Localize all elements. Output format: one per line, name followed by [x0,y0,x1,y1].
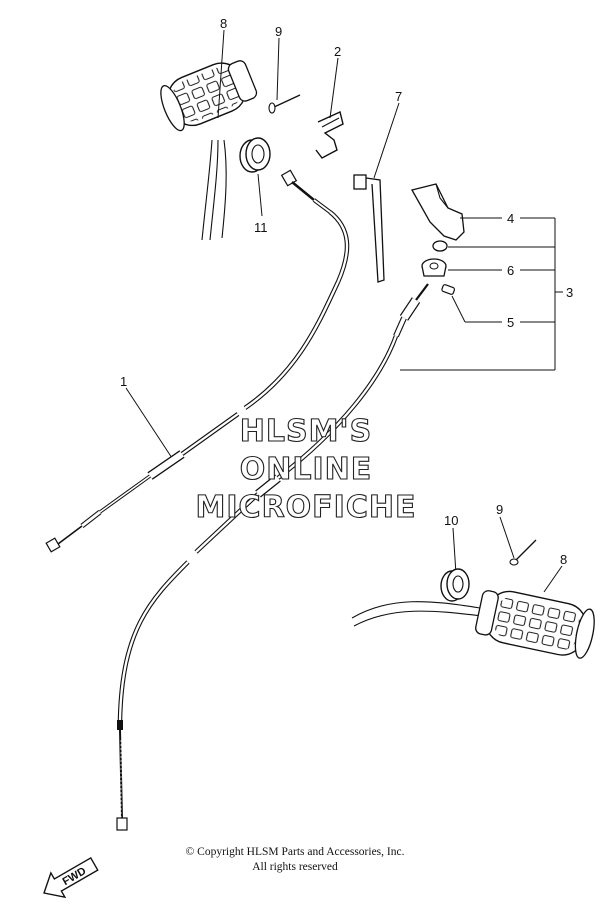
callout-9-bottom: 9 [496,502,503,517]
cable-1 [45,169,350,553]
callout-8-top: 8 [220,16,227,31]
bottom-pin [509,539,537,566]
nut-6 [421,258,447,277]
callout-3: 3 [566,285,573,300]
collar-10 [440,568,470,602]
housing-4 [411,183,465,241]
callout-7: 7 [395,89,402,104]
watermark-line-1: HLSM'S [240,414,372,449]
top-pin [268,94,301,114]
top-grip [160,60,258,241]
watermark: HLSM'S ONLINE MICROFICHE [195,413,417,525]
callout-6: 6 [507,263,514,278]
callout-11: 11 [254,220,268,235]
fwd-arrow-icon: FWD [43,856,99,899]
callout-1: 1 [120,374,127,389]
copyright-line-2: All rights reserved [252,861,338,873]
callout-2: 2 [334,44,341,59]
leader-lines [125,29,563,593]
cable-tie-7 [353,174,385,283]
washer [432,240,448,252]
callout-4: 4 [507,211,514,226]
callout-9-top: 9 [275,24,282,39]
collar-11 [239,137,271,173]
cable-3 [116,283,429,831]
copyright-line-1: © Copyright HLSM Parts and Accessories, … [185,846,405,858]
callout-8-bottom: 8 [560,552,567,567]
callout-10: 10 [444,513,458,528]
bottom-grip [351,590,595,659]
watermark-line-2: ONLINE [240,452,373,487]
clip-2 [315,111,344,159]
callout-5: 5 [507,315,514,330]
pin-5 [441,284,456,295]
watermark-line-3: MICROFICHE [196,490,417,525]
